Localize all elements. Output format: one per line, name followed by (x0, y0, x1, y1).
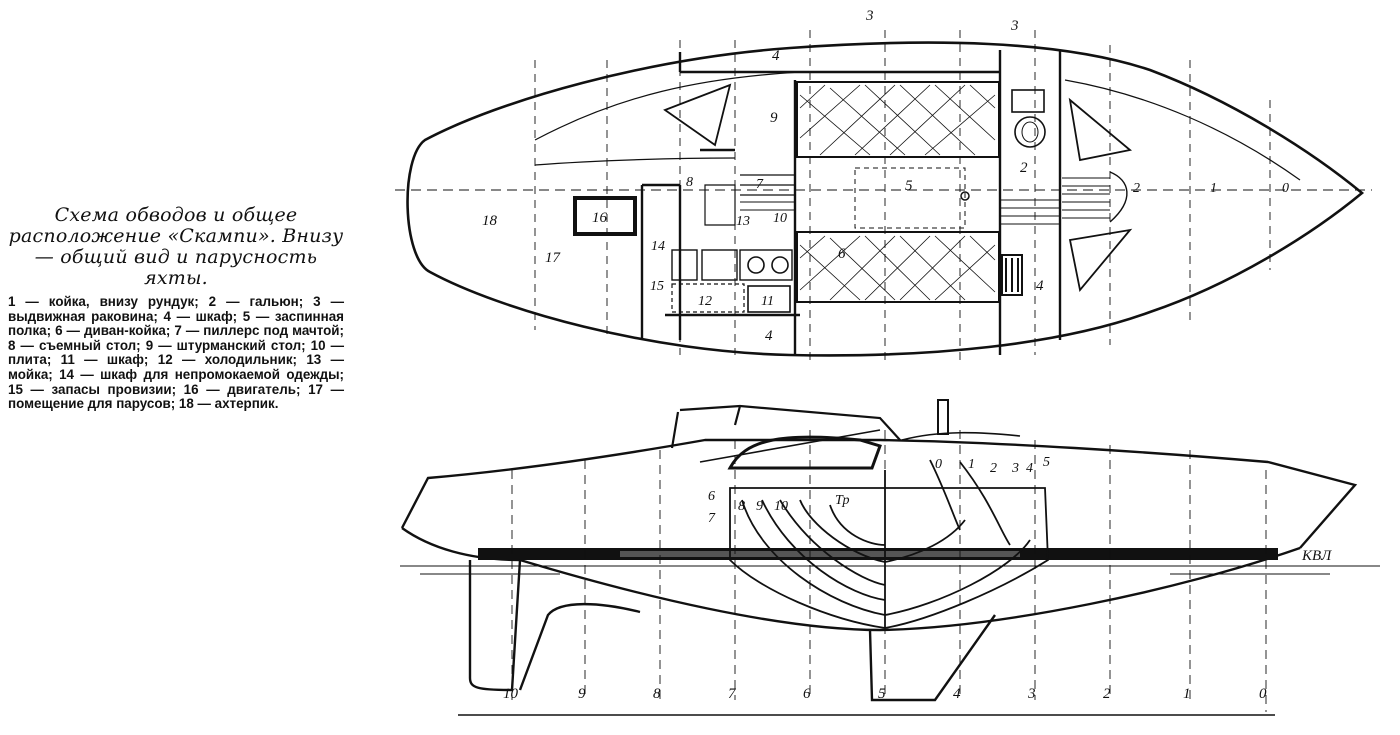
label-head-2: 2 (1133, 181, 1140, 196)
label-section-8: 8 (738, 499, 745, 514)
removable-table (854, 167, 966, 229)
fin-keel (868, 614, 996, 702)
mast-step (937, 399, 949, 435)
label-wash-basin: 3 (865, 8, 874, 24)
deck-plan: 18 17 16 14 15 12 11 13 10 9 8 7 6 5 4 4… (395, 8, 1372, 360)
label-section-0: 0 (935, 457, 942, 472)
berth-cushion (663, 83, 732, 147)
label-locker-fwd: 4 (1036, 278, 1044, 294)
label-stove: 10 (773, 211, 787, 226)
toilet-icon (1014, 116, 1046, 148)
label-engine: 16 (592, 210, 608, 226)
mast-pillar (960, 191, 970, 201)
hull-outline (406, 41, 1365, 357)
station-label: 3 (1027, 686, 1036, 702)
station-numbers: 10 9 8 7 6 5 4 3 2 1 0 (503, 686, 1267, 702)
station-label: 2 (1103, 686, 1111, 702)
label-section-9: 9 (756, 499, 763, 514)
stove-burner (771, 256, 789, 274)
label-wash-basin-head: 3 (1010, 18, 1019, 34)
berth-cushion (1068, 228, 1133, 293)
skeg (518, 602, 641, 691)
label-section-6: 6 (708, 489, 715, 504)
cabin-window (727, 435, 882, 470)
plan-inner-line (534, 71, 1301, 181)
label-fridge: 12 (698, 294, 712, 309)
label-section-4: 4 (1026, 461, 1033, 476)
label-transom: Тр (835, 493, 849, 508)
label-berth: 1 (1210, 181, 1217, 196)
sink (1011, 89, 1045, 113)
label-table-8: 8 (686, 175, 693, 190)
settee-cushion-pattern (799, 84, 996, 301)
profile-station-lines (511, 430, 1267, 712)
label-section-10: 10 (774, 499, 788, 514)
label-section-7: 7 (708, 511, 716, 526)
station-label: 7 (728, 686, 737, 702)
label-shelf: 5 (905, 178, 913, 194)
label-locker-bottom: 4 (765, 328, 773, 344)
label-section-1: 1 (968, 457, 975, 472)
rudder (468, 559, 522, 692)
fridge (671, 283, 745, 313)
label-chart-table: 9 (770, 110, 778, 126)
side-profile: КВЛ 6 7 8 9 10 Тр 0 1 2 3 4 5 (400, 399, 1380, 716)
cabin-trunk (670, 404, 901, 449)
station-label: 4 (953, 686, 961, 702)
label-settee: 6 (838, 246, 846, 262)
sheer-line (400, 438, 1358, 549)
label-cabinet: 11 (761, 294, 774, 309)
label-kvl: КВЛ (1301, 548, 1332, 564)
figure-caption: Схема обводов и общее расположение «Скам… (8, 205, 344, 412)
stove-burner (747, 256, 765, 274)
caption-legend: 1 — койка, внизу рундук; 2 — гальюн; 3 —… (8, 294, 344, 412)
hull-bottom (401, 527, 1301, 632)
station-label: 1 (1183, 686, 1191, 702)
label-oilskin-locker: 14 (651, 239, 665, 254)
station-label: 5 (878, 686, 886, 702)
label-section-2: 2 (990, 461, 997, 476)
engine-box (573, 196, 637, 236)
plan-station-lines (534, 30, 1271, 360)
cabinet-11 (747, 285, 791, 313)
station-label: 0 (1259, 686, 1267, 702)
label-station-0: 0 (1282, 181, 1289, 196)
bulkheads (640, 50, 1062, 355)
station-label: 6 (803, 686, 811, 702)
station-label: 10 (503, 686, 519, 702)
label-head: 2 (1020, 160, 1028, 176)
label-pillar-7: 7 (756, 177, 764, 192)
stove (739, 249, 793, 281)
station-label: 8 (653, 686, 661, 702)
saloon-upper-settee (796, 81, 1000, 158)
label-section-5: 5 (1043, 455, 1050, 470)
forepeak-hatching (740, 177, 1110, 225)
label-section-3: 3 (1011, 461, 1019, 476)
caption-title: Схема обводов и общее расположение «Скам… (8, 204, 344, 289)
label-sail-locker: 17 (545, 250, 562, 266)
station-label: 9 (578, 686, 586, 702)
body-plan-sections (729, 459, 1049, 629)
label-sink-galley: 13 (736, 214, 750, 229)
berth-cushion (1068, 97, 1133, 162)
label-afterpeak: 18 (482, 213, 498, 229)
label-provisions: 15 (650, 279, 664, 294)
label-locker-top: 4 (772, 48, 780, 64)
